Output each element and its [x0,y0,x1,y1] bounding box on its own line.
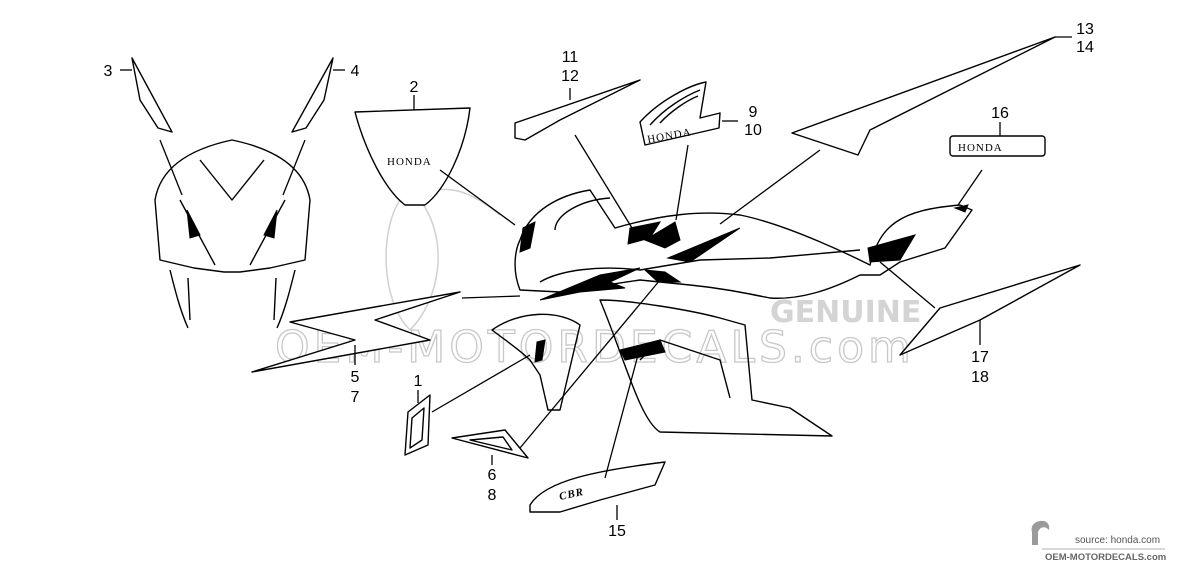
part-motorcycle-body [461,189,973,437]
logo-icon [1031,520,1050,545]
part-windscreen-decal: HONDA [354,95,516,226]
part-front-fairing [120,57,345,329]
callout-5: 5 [351,369,360,386]
callout-8: 8 [488,487,497,504]
part-triangle-decal [451,279,661,465]
callout-10: 10 [744,122,762,139]
cbr-text: CBR [558,486,585,503]
callout-labels: 3 4 2 11 12 9 10 13 14 16 17 18 5 7 1 6 … [104,21,1094,540]
source-text: source: honda.com [1075,535,1160,546]
part-honda-tail-decal: HONDA [949,122,1046,206]
callout-1: 1 [414,373,423,390]
honda-tail-text: HONDA [958,142,1003,154]
callout-15: 15 [608,523,626,540]
part-upper-strip [514,79,641,229]
part-fender-decal [404,354,531,456]
watermark-genuine: GENUINE [770,295,921,330]
footer-source: source: honda.com OEM-MOTORDECALS.com [1031,520,1166,563]
part-long-strip [719,36,1072,225]
part-cbr-decal: CBR [529,354,666,520]
part-side-z-strip [251,291,461,373]
callout-2: 2 [410,79,419,96]
callout-14: 14 [1076,39,1094,56]
callout-4: 4 [351,63,360,80]
part-tail-strip [879,261,1081,356]
callout-7: 7 [351,389,360,406]
part-honda-wing-decal: HONDA [639,81,738,221]
callout-12: 12 [561,68,579,85]
site-text: OEM-MOTORDECALS.com [1045,552,1166,563]
callout-9: 9 [749,104,758,121]
callout-3: 3 [104,63,113,80]
callout-11: 11 [562,49,579,66]
callout-16: 16 [991,105,1009,122]
callout-17: 17 [971,349,989,366]
callout-6: 6 [488,467,497,484]
honda-windscreen-text: HONDA [387,156,432,168]
callout-13: 13 [1076,21,1094,38]
callout-18: 18 [971,369,989,386]
